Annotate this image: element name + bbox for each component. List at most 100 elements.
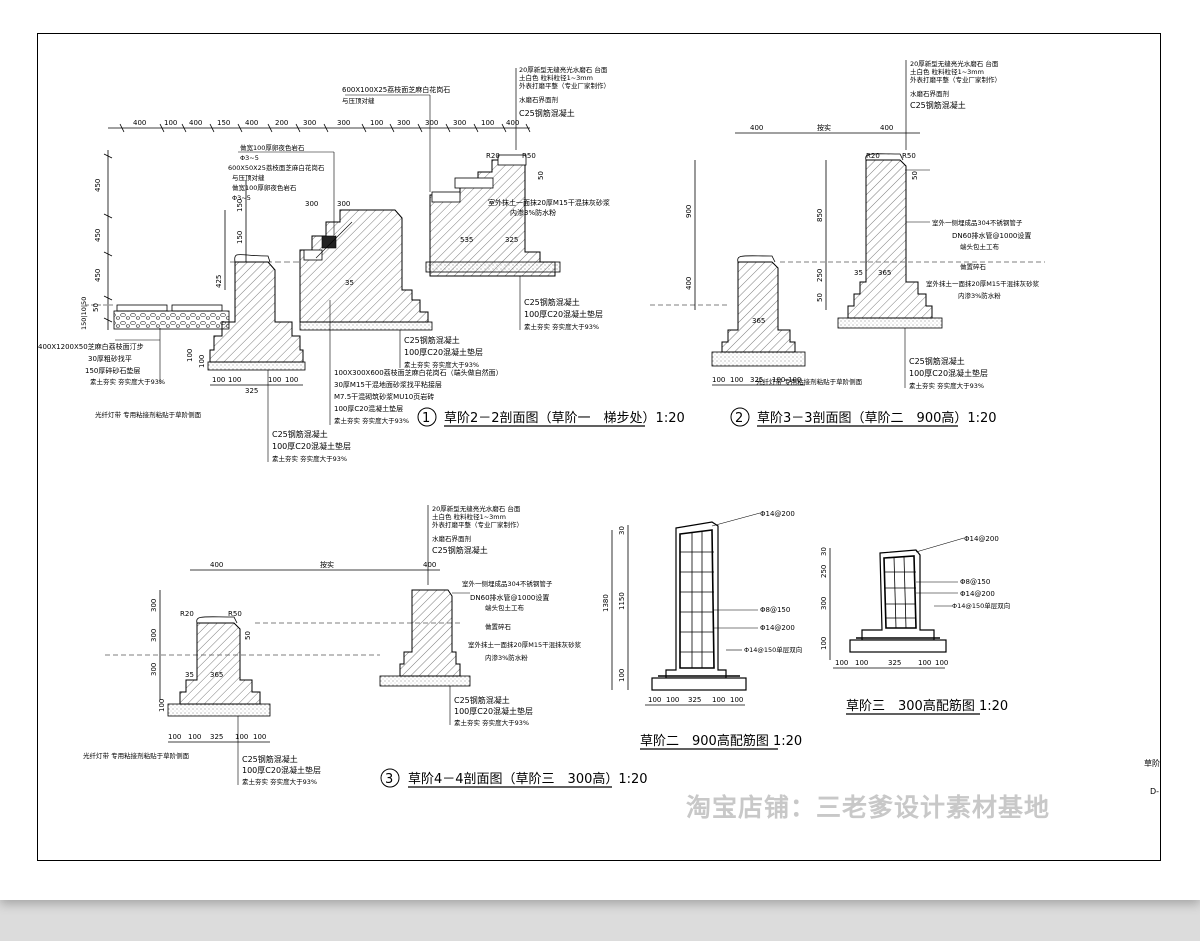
note: 20厚新型无缝亮光水磨石 台面: [519, 65, 608, 74]
note: 600X100X25荔枝面芝麻白花岗石: [342, 85, 450, 94]
dim-text: 200: [275, 119, 288, 127]
note: 与压顶对缝: [342, 96, 375, 105]
dim-text: 400: [506, 119, 519, 127]
note: 光纤灯带 专用粘接剂粘贴于草阶侧面: [83, 751, 190, 760]
note: 100厚C20混凝土垫层: [524, 309, 603, 319]
note: Φ3~5: [232, 194, 251, 202]
note: 素土夯实 夯实度大于93%: [90, 377, 165, 386]
dim-text: 400: [210, 561, 223, 569]
note: 素土夯实 夯实度大于93%: [272, 454, 347, 463]
rebar-detail-300: 30 250 300 100 100 100 325 100 100 Φ14@2…: [820, 535, 1010, 715]
dim-text: 325: [505, 236, 518, 244]
note: 内渗3%防水粉: [510, 208, 556, 217]
dim-text: 300: [303, 119, 316, 127]
note: 水磨石界面剂: [432, 534, 471, 543]
note: 外表打磨平整（专业厂家制作）: [519, 81, 610, 90]
dim-radius: R50: [902, 152, 916, 160]
watermark: 淘宝店铺：三老爹设计素材基地: [686, 793, 1050, 822]
rebar-label: Φ14@150单层双向: [744, 645, 802, 654]
note: C25钢筋混凝土: [519, 108, 575, 118]
note: 100厚C20混凝土垫层: [242, 765, 321, 775]
note: 水磨石界面剂: [519, 95, 558, 104]
dim-text: 100: [712, 376, 725, 384]
note: 外表打磨平整（专业厂家制作）: [432, 520, 523, 529]
dim-varies: 按实: [817, 123, 831, 132]
section-number: 3: [385, 772, 393, 787]
dim-text: 35: [185, 671, 194, 679]
dim-text: 100: [370, 119, 383, 127]
note: 600X50X25荔枝面芝麻白花岗石: [228, 163, 325, 172]
dim-text: 300: [425, 119, 438, 127]
dim-text: 400: [245, 119, 258, 127]
dim-text: 100: [158, 699, 166, 712]
dim-radius: R50: [228, 610, 242, 618]
note: 100厚C20混凝土垫层: [334, 404, 403, 413]
dim-text: 100: [788, 376, 801, 384]
dim-text: 400: [423, 561, 436, 569]
note: 水磨石界面剂: [910, 89, 949, 98]
dim-varies: 按实: [320, 560, 334, 569]
dim-text: 300: [305, 200, 318, 208]
dim-text: 100: [168, 733, 181, 741]
section-title: 草阶3－3剖面图（草阶二 900高）1:20: [757, 410, 997, 426]
section-number: 1: [422, 411, 430, 426]
note: 做置碎石: [960, 262, 987, 271]
dim-text: 100: [268, 376, 281, 384]
dim-text: 150: [217, 119, 230, 127]
note: 100厚C20混凝土垫层: [404, 347, 483, 357]
drawing-sheet: 400 100 400 150 400 200 300 300 100 300 …: [0, 0, 1200, 900]
dim-text: 300: [337, 200, 350, 208]
dim-text: 250: [820, 565, 828, 578]
note: 20厚新型无缝亮光水磨石 台面: [910, 59, 999, 68]
dim-text: 535: [460, 236, 473, 244]
dim-text: 50: [816, 293, 824, 302]
dim-radius: R50: [522, 152, 536, 160]
dim-text: 100: [855, 659, 868, 667]
dim-text: 1380: [602, 594, 610, 612]
dim-text: 100: [730, 696, 743, 704]
note: C25钢筋混凝土: [432, 545, 488, 555]
dim-text: 400: [189, 119, 202, 127]
section-4-4: 400 按实 400 300 300 300 R20 R50 365 35 50…: [83, 504, 648, 788]
dim-text: 450: [94, 229, 102, 242]
dim-text: 150: [236, 231, 244, 244]
dim-text: 100: [198, 355, 206, 368]
dim-text: 50: [92, 303, 100, 312]
cad-drawing: 400 100 400 150 400 200 300 300 100 300 …: [38, 59, 1160, 822]
dim-text: 400: [750, 124, 763, 132]
rebar-label: Φ14@200: [760, 624, 795, 632]
dim-text: 300: [150, 663, 158, 676]
dim-text: 100: [935, 659, 948, 667]
note: C25钢筋混凝土: [242, 754, 298, 764]
sheet-label: 草阶: [1144, 758, 1160, 768]
dim-text: 250: [816, 269, 824, 282]
dim-text: 100: [186, 349, 194, 362]
rebar-label: Φ8@150: [760, 606, 790, 614]
note: 100厚C20混凝土垫层: [272, 441, 351, 451]
dim-text: 150: [236, 199, 244, 212]
dim-text: 100: [228, 376, 241, 384]
note: 20厚新型无缝亮光水磨石 台面: [432, 504, 521, 513]
section-3-3: 400 按实 400 900 400 850 250 50 365 R20 R5…: [650, 59, 1045, 427]
note: 室外抹土一面抹20厚M15干混抹灰砂浆: [926, 279, 1040, 288]
dim-text: 300: [150, 599, 158, 612]
dim-text: 100: [618, 669, 626, 682]
section-2-2: 400 100 400 150 400 200 300 300 100 300 …: [38, 65, 685, 463]
dim-text: 325: [688, 696, 701, 704]
dim-text: 300: [453, 119, 466, 127]
dim-text: 300: [820, 597, 828, 610]
dim-text: 100: [188, 733, 201, 741]
note: 土白色 粒料粒径1~3mm: [432, 512, 506, 521]
dim-text: 400: [133, 119, 146, 127]
note: M7.5干混砌筑砂浆MU10页岩砖: [334, 392, 434, 401]
note: 做置碎石: [485, 622, 512, 631]
sheet-number: D-: [1150, 787, 1159, 796]
dim-text: 365: [752, 317, 765, 325]
note: 端头包土工布: [960, 242, 1000, 251]
note: C25钢筋混凝土: [454, 695, 510, 705]
note: 做宽100厚卵夜色岩石: [232, 183, 297, 192]
dim-text: 30: [618, 526, 626, 535]
rebar-title: 草阶三 300高配筋图 1:20: [846, 698, 1008, 714]
dim-text: 100: [648, 696, 661, 704]
note: 100厚C20混凝土垫层: [909, 368, 988, 378]
